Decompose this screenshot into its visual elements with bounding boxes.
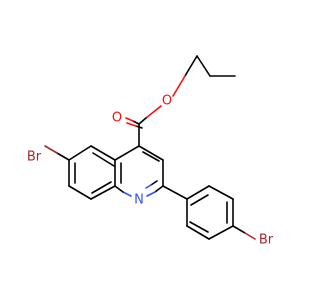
bond xyxy=(114,145,140,161)
bond xyxy=(132,120,140,125)
atom-br-phenyl: Br xyxy=(259,233,274,248)
bond xyxy=(44,145,58,154)
bond xyxy=(114,185,124,193)
bond xyxy=(172,75,186,97)
bond xyxy=(208,225,234,240)
bond xyxy=(232,225,246,234)
atom-o-carbonyl: O xyxy=(112,111,122,126)
bond xyxy=(244,232,256,240)
atom-n-ring: N xyxy=(134,193,144,208)
bond xyxy=(150,180,158,186)
bond xyxy=(90,145,116,161)
bond xyxy=(92,152,115,167)
bond xyxy=(56,152,70,161)
bond xyxy=(90,185,116,200)
bond xyxy=(208,185,234,200)
bond xyxy=(162,185,188,200)
bond xyxy=(68,145,92,161)
bond xyxy=(145,184,152,189)
bond xyxy=(138,145,164,161)
bond xyxy=(184,55,198,77)
bond xyxy=(142,151,160,162)
bond xyxy=(91,181,112,194)
atom-br-ring: Br xyxy=(27,150,42,165)
bond xyxy=(125,117,134,122)
bond xyxy=(146,191,156,197)
bond xyxy=(122,191,132,197)
bond xyxy=(186,225,210,240)
bond xyxy=(196,55,211,77)
bond xyxy=(190,194,209,206)
bond xyxy=(154,185,164,193)
bond xyxy=(68,185,92,200)
bond xyxy=(189,221,209,233)
bond xyxy=(126,122,137,127)
atom-o-ester: O xyxy=(162,94,172,109)
bond xyxy=(145,105,162,119)
bond xyxy=(186,185,210,200)
bond xyxy=(138,117,147,125)
molecule-structure: O O Br N Br xyxy=(27,55,274,248)
